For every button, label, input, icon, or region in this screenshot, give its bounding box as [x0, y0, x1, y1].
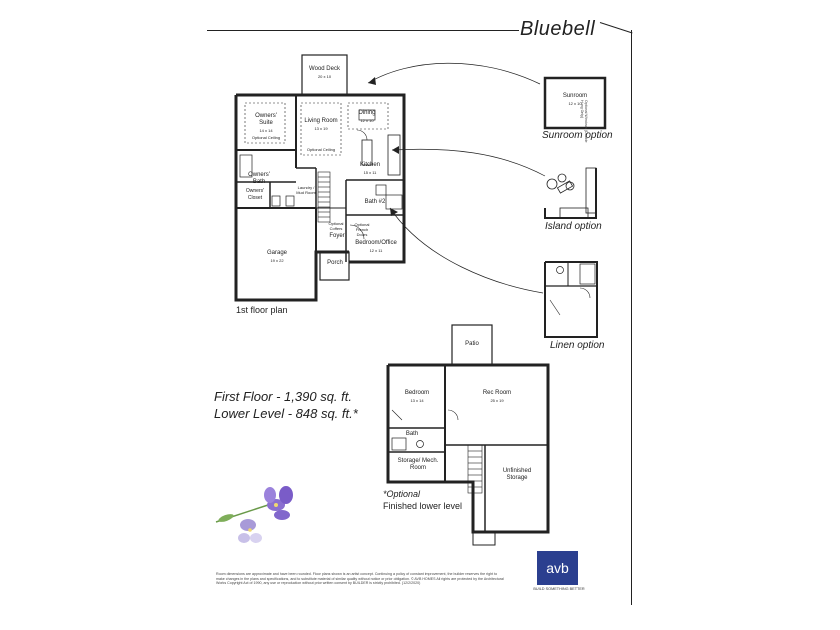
room-label-patio: Patio: [465, 341, 479, 347]
legal-disclaimer: Room dimensions are approximate and have…: [216, 572, 504, 586]
optional-note-line1: *Optional: [383, 489, 421, 499]
label-optional-coffers: Optional Coffers: [328, 221, 344, 231]
room-label-bath2: Bath #2: [364, 199, 386, 205]
stairs: [317, 171, 331, 223]
plan-title: Bluebell: [520, 18, 596, 40]
optional-note-line2: Finished lower level: [383, 501, 463, 511]
room-label-lower-bath: Bath: [405, 431, 419, 437]
optional-lower-note: *Optional Finished lower level: [383, 488, 462, 512]
sunroom-option-caption: Sunroom option: [542, 130, 613, 141]
logo-tagline: BUILD SOMETHING BETTER: [533, 587, 585, 591]
lower-level-drawing: [386, 324, 550, 546]
sqft-first-floor: First Floor - 1,390 sq. ft.: [214, 389, 352, 404]
label-optional-french-doors: Optional French Doors: [354, 222, 370, 237]
header-rule: [207, 30, 519, 31]
square-footage: First Floor - 1,390 sq. ft. Lower Level …: [214, 388, 358, 422]
porch-outline: [319, 251, 350, 281]
island-option-caption: Island option: [545, 221, 602, 232]
island-arrow: [391, 148, 546, 177]
avb-logo: avb: [537, 551, 578, 585]
house-outline-top: [236, 93, 406, 264]
linen-option-caption: Linen option: [550, 340, 605, 351]
room-label-owners-bath: Owners' Bath: [248, 172, 270, 185]
linen-arrow: [389, 207, 544, 294]
label-optional-ceiling-suite: Optional Ceiling: [251, 135, 281, 140]
label-optional-ceiling-living: Optional Ceiling: [306, 147, 336, 152]
flower-decoration: [215, 486, 293, 543]
linen-option-drawing: [544, 261, 598, 338]
room-label-storage-mech: Storage/ Mech. Room: [397, 458, 439, 471]
island-option-drawing: [544, 167, 597, 219]
sqft-lower-level: Lower Level - 848 sq. ft.*: [214, 406, 358, 421]
room-label-unfinished-storage: Unfinished Storage: [502, 468, 532, 481]
sunroom-arrow: [367, 62, 541, 85]
right-border: [631, 30, 632, 605]
room-label-laundry: Laundry / Mud Room: [296, 185, 316, 195]
room-label-porch: Porch: [327, 260, 343, 266]
room-label-owners-closet: Owners' Closet: [245, 188, 265, 201]
room-label-foyer: Foyer: [329, 233, 345, 239]
first-floor-plan-label: 1st floor plan: [236, 305, 288, 315]
sunroom-outline: [543, 76, 607, 130]
